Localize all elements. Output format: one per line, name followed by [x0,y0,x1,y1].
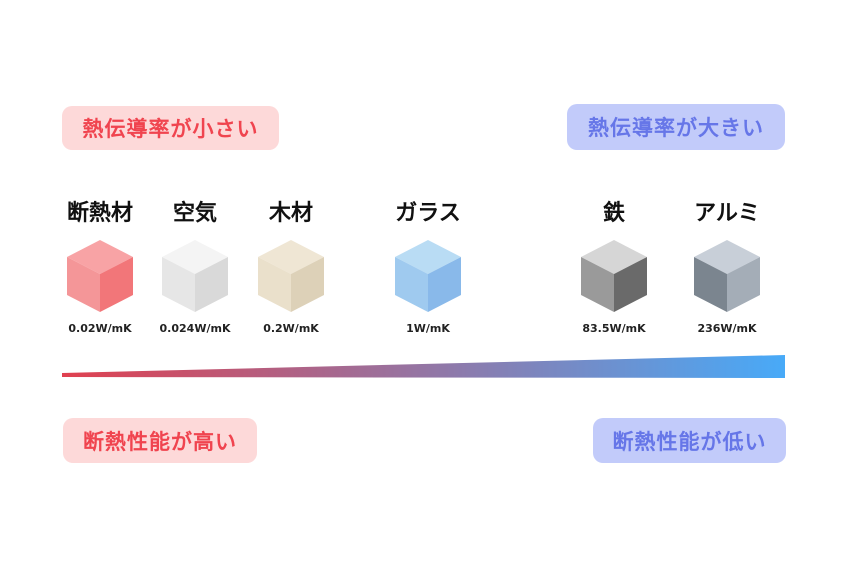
cube-icon [581,240,647,312]
low-conductivity-badge: 熱伝導率が小さい [62,106,279,150]
cube-icon [258,240,324,312]
material-name: 空気 [172,201,217,226]
conductivity-value: 1W/mK [406,322,450,335]
cube-icon [694,240,760,312]
conductivity-value: 0.024W/mK [159,322,231,335]
material-name: 鉄 [602,201,625,226]
high-conductivity-badge: 熱伝導率が大きい [567,104,785,150]
conductivity-value: 0.02W/mK [68,322,132,335]
conductivity-value: 236W/mK [697,322,757,335]
material-name: 木材 [268,201,313,226]
material-name: 断熱材 [66,201,133,226]
conductivity-value: 83.5W/mK [582,322,646,335]
cube-icon [67,240,133,312]
high-insulation-badge: 断熱性能が高い [63,418,257,463]
cube-icon [162,240,228,312]
conductivity-value: 0.2W/mK [263,322,319,335]
low-insulation-badge: 断熱性能が低い [593,418,786,463]
material-name: ガラス [395,201,461,226]
material-name: アルミ [694,201,760,226]
cube-icon [395,240,461,312]
